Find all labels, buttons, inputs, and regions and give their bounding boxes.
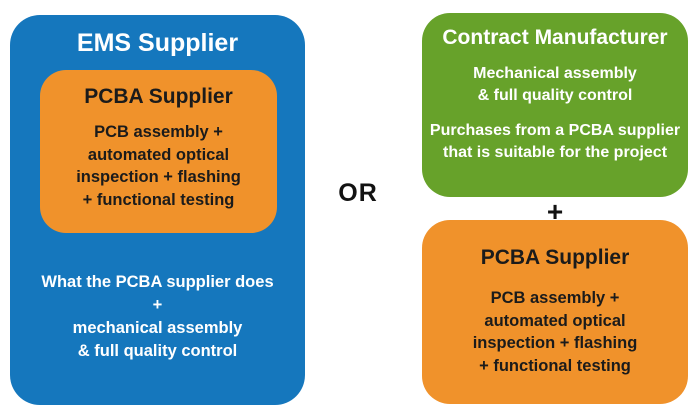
text-line: PCB assembly +: [94, 123, 223, 141]
text-line: What the PCBA supplier does: [41, 273, 274, 291]
contract-manufacturer-box: Contract Manufacturer Mechanical assembl…: [422, 13, 688, 197]
text-line: + functional testing: [479, 356, 631, 375]
text-line: inspection + flashing: [76, 168, 241, 186]
ems-supplier-title: EMS Supplier: [76, 29, 239, 57]
pcba-supplier-title: PCBA Supplier: [480, 246, 630, 269]
text-line: + functional testing: [82, 190, 235, 209]
contract-manufacturer-description-1: Mechanical assembly & full quality contr…: [422, 63, 688, 107]
pcba-supplier-nested-title: PCBA Supplier: [84, 85, 233, 108]
contract-manufacturer-description-2: Purchases from a PCBA supplier that is s…: [422, 120, 688, 164]
pcba-supplier-description: PCB assembly + automated optical inspect…: [422, 287, 688, 377]
text-line: PCB assembly +: [490, 289, 620, 307]
pcba-supplier-box: PCBA Supplier PCB assembly + automated o…: [422, 220, 688, 404]
text-line: & full quality control: [477, 87, 633, 104]
text-line: +: [152, 296, 163, 314]
text-line: inspection + flashing: [472, 334, 638, 352]
ems-supplier-description: What the PCBA supplier does + mechanical…: [10, 271, 305, 363]
text-line: that is suitable for the project: [442, 144, 668, 161]
text-line: & full quality control: [77, 342, 238, 360]
text-line: automated optical: [484, 311, 626, 330]
text-line: Purchases from a PCBA supplier: [429, 122, 681, 139]
pcba-supplier-nested-box: PCBA Supplier PCB assembly + automated o…: [40, 70, 277, 233]
ems-supplier-box: EMS Supplier PCBA Supplier PCB assembly …: [10, 15, 305, 405]
or-separator-label: OR: [338, 179, 378, 207]
plus-separator-label: +: [546, 196, 564, 227]
text-line: automated optical: [87, 145, 230, 164]
text-line: Mechanical assembly: [473, 65, 637, 82]
contract-manufacturer-title: Contract Manufacturer: [442, 26, 668, 49]
text-line: mechanical assembly: [72, 319, 243, 337]
pcba-supplier-nested-description: PCB assembly + automated optical inspect…: [40, 121, 277, 211]
